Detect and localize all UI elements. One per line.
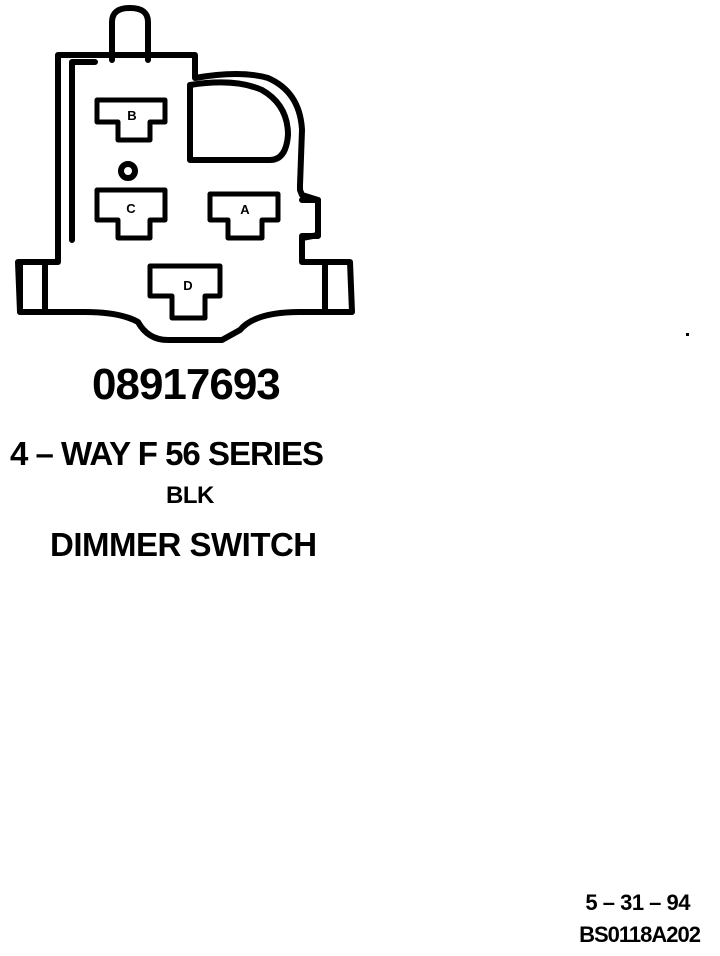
hood-inner: [187, 79, 291, 163]
cavity-d-outline: [147, 263, 223, 321]
print-speck: [686, 333, 689, 336]
cavity-d-label: D: [183, 278, 192, 293]
connector-color: BLK: [166, 482, 214, 509]
connector-face-diagram: B C A D: [15, 5, 355, 343]
cavity-a-label: A: [240, 202, 250, 217]
left-base-shelf: [17, 259, 48, 315]
side-latch: [299, 197, 321, 239]
connector-body-outline: [15, 52, 355, 343]
part-number: 08917693: [92, 360, 281, 409]
cavity-c-outline: [94, 187, 168, 241]
connector-series: 4 – WAY F 56 SERIES: [10, 435, 324, 472]
cavity-b-outline: [94, 97, 168, 143]
cavity-b-label: B: [127, 108, 136, 123]
connector-function: DIMMER SWITCH: [50, 526, 317, 563]
drawing-id: BS0118A202: [579, 922, 701, 947]
keying-hole: [118, 161, 138, 181]
cavity-c-label: C: [126, 201, 136, 216]
cavity-a-outline: [207, 191, 281, 241]
revision-date: 5 – 31 – 94: [585, 890, 690, 915]
locking-tab: [109, 5, 151, 63]
body-inner-edge: [69, 59, 98, 243]
